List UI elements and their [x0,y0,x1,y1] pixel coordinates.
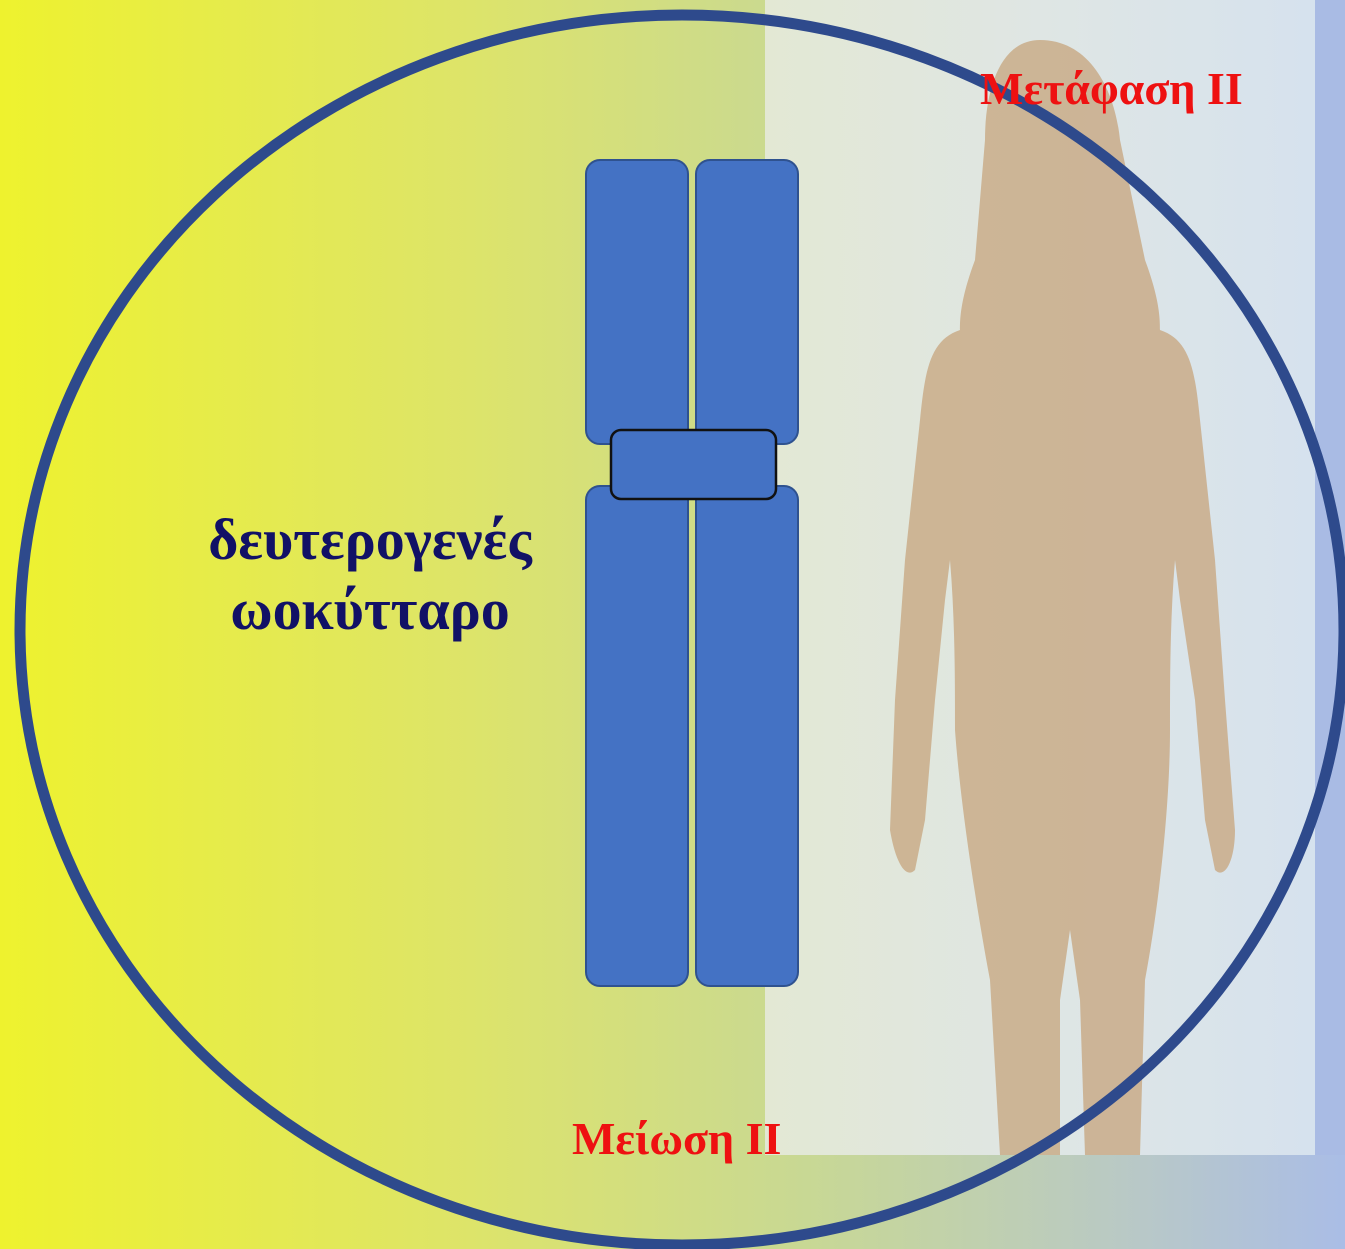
chromatid-left-lower [586,486,688,986]
cell-name-label: δευτερογενές ωοκύτταρο [160,505,580,645]
human-silhouette [890,40,1235,1155]
cell-name-line1: δευτερογενές [160,505,580,575]
chromatid-left-upper [586,160,688,444]
metaphase-label: Μετάφαση ΙΙ [980,62,1243,115]
chromatid-right-lower [696,486,798,986]
meiosis-label: Μείωση ΙΙ [572,1112,781,1165]
cell-name-line2: ωοκύτταρο [160,575,580,645]
chromatid-right-upper [696,160,798,444]
chromosome [586,160,798,986]
centromere [611,430,776,499]
